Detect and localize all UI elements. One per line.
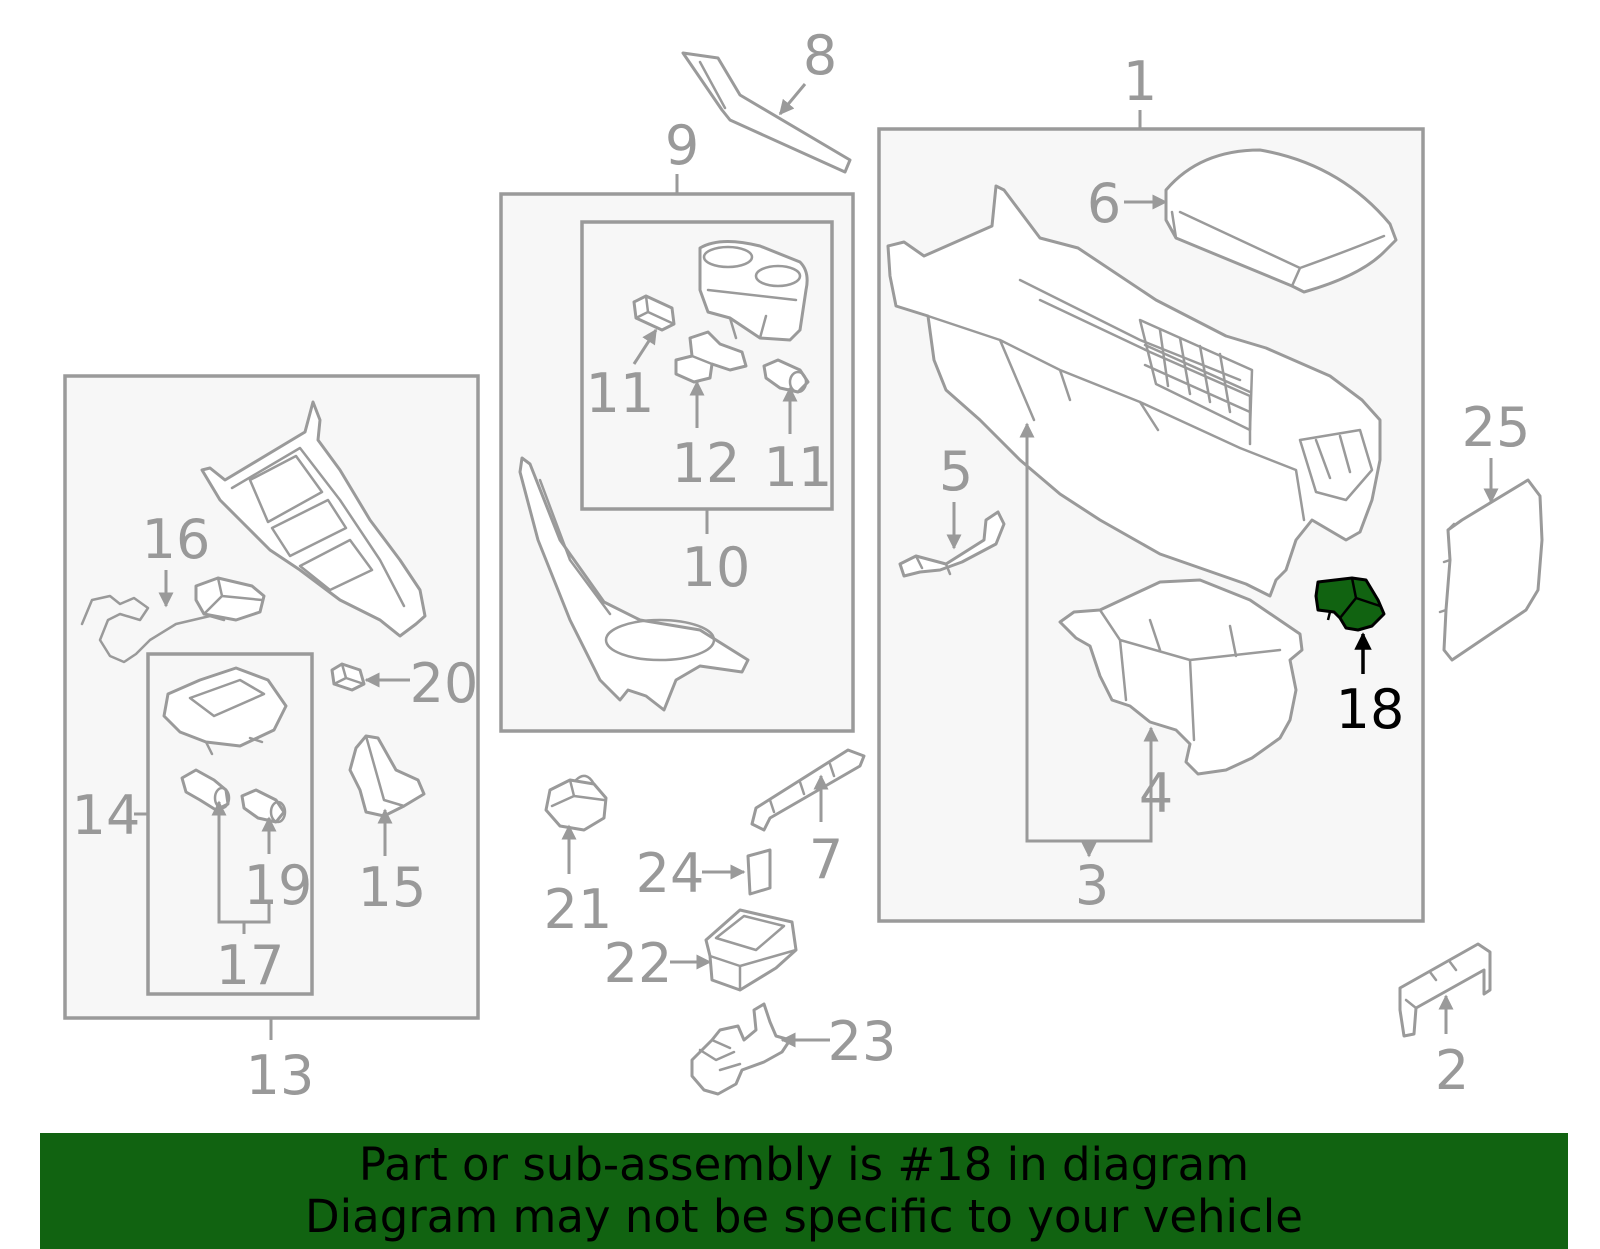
part-14-switch-panel	[162, 666, 288, 756]
callout-19: 19	[244, 854, 313, 917]
callout-11b: 11	[764, 436, 833, 499]
callout-13: 13	[246, 1044, 315, 1107]
callout-10: 10	[682, 536, 751, 599]
part-10-cup-holder	[698, 240, 809, 342]
callout-21: 21	[544, 878, 613, 941]
info-banner: Part or sub-assembly is #18 in diagram D…	[40, 1133, 1568, 1249]
leader-8	[778, 83, 807, 116]
callout-6: 6	[1087, 172, 1121, 235]
callout-20: 20	[410, 652, 479, 715]
part-25-side-panel	[1438, 478, 1544, 662]
part-11-clip-left	[632, 294, 676, 332]
callout-16: 16	[142, 508, 211, 571]
part-23-harness-bracket	[690, 1002, 792, 1096]
part-21-switch	[544, 774, 608, 832]
callout-2: 2	[1435, 1039, 1469, 1102]
part-9-console-trim-panel	[518, 456, 750, 712]
part-5-bracket	[898, 510, 1006, 578]
part-13-shifter-bezel	[200, 400, 427, 638]
callout-17: 17	[216, 934, 285, 997]
leader-17	[217, 802, 271, 934]
part-20-clip	[330, 662, 366, 692]
callout-14: 14	[72, 784, 141, 847]
part-19-socket	[240, 788, 287, 824]
callout-25: 25	[1462, 396, 1531, 459]
banner-line-2: Diagram may not be specific to your vehi…	[305, 1190, 1303, 1243]
callout-3: 3	[1075, 854, 1109, 917]
callout-18: 18	[1336, 678, 1405, 741]
callout-12: 12	[672, 432, 741, 495]
callout-9: 9	[665, 114, 699, 177]
callout-4: 4	[1139, 762, 1173, 825]
part-11-clip-right	[762, 358, 810, 394]
part-1-console-box	[886, 184, 1382, 598]
part-24-pad	[746, 848, 772, 896]
part-6-armrest-lid	[1164, 148, 1398, 294]
part-18-highlighted	[1314, 576, 1386, 632]
part-12-bracket	[674, 330, 748, 384]
callout-15: 15	[358, 856, 427, 919]
part-15-boot	[348, 734, 426, 818]
callout-23: 23	[828, 1010, 897, 1073]
callout-11a: 11	[586, 362, 655, 425]
callout-5: 5	[939, 440, 973, 503]
part-2-bracket	[1398, 942, 1492, 1038]
banner-line-1: Part or sub-assembly is #18 in diagram	[358, 1138, 1250, 1191]
leader-3	[1027, 424, 1153, 856]
part-8-trim-strip	[681, 51, 852, 174]
callout-24: 24	[636, 842, 705, 905]
callout-1: 1	[1123, 50, 1157, 113]
part-4-storage-tray	[1058, 578, 1304, 776]
callout-22: 22	[604, 932, 673, 995]
part-22-wireless-charger	[704, 908, 798, 992]
leader-11a	[632, 328, 658, 365]
callout-8: 8	[803, 24, 837, 87]
part-16-wire-harness	[80, 576, 266, 664]
part-7-bracket	[750, 748, 866, 832]
callout-7: 7	[809, 828, 843, 891]
